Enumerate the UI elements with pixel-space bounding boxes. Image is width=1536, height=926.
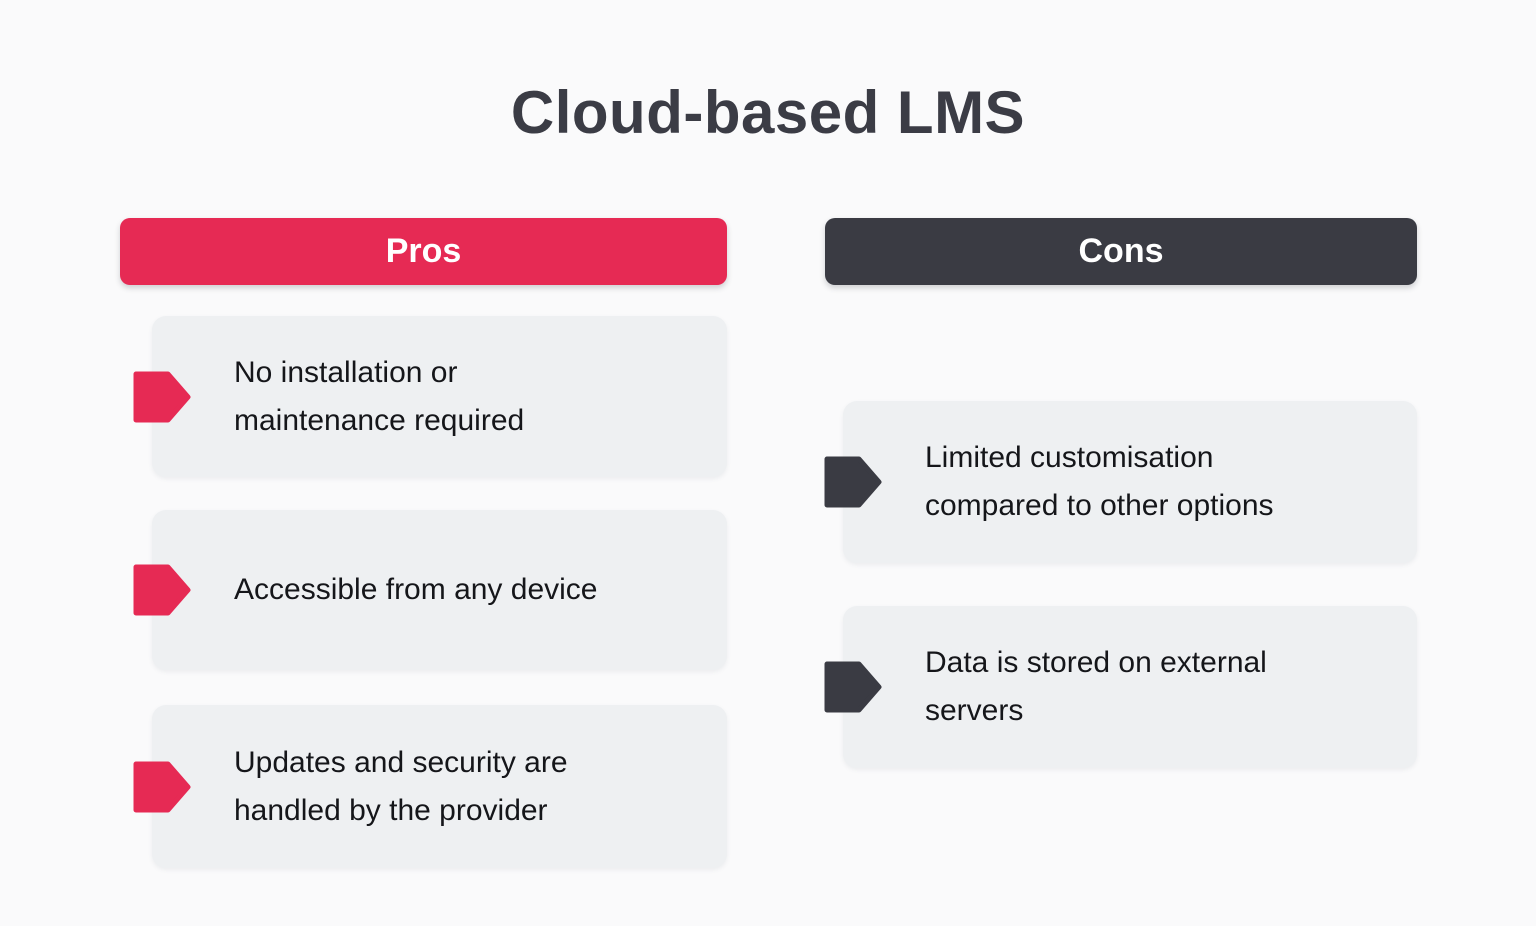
cons-card-1: Limited customisation compared to other … [824, 401, 1417, 563]
pros-card-3: Updates and security are handled by the … [133, 705, 727, 868]
cons-card-2: Data is stored on external servers [824, 606, 1417, 768]
arrow-tag-icon [133, 761, 191, 813]
arrow-tag-icon [824, 661, 882, 713]
pros-card-1: No installation or maintenance required [133, 316, 727, 477]
arrow-tag-icon [133, 564, 191, 616]
cons-header-label: Cons [1078, 232, 1164, 270]
pros-header: Pros [120, 218, 727, 285]
page-title: Cloud-based LMS [510, 79, 1026, 146]
cons-item-text: Data is stored on external servers [925, 646, 1267, 727]
cons-item-text: Limited customisation compared to other … [925, 441, 1274, 522]
pros-card-2: Accessible from any device [133, 510, 727, 670]
arrow-tag-icon [133, 371, 191, 423]
cons-header: Cons [825, 218, 1417, 285]
pros-header-label: Pros [385, 232, 462, 270]
pros-item-text: Updates and security are handled by the … [234, 745, 568, 827]
arrow-tag-icon [824, 456, 882, 508]
pros-item-text: Accessible from any device [234, 573, 598, 606]
pros-item-text: No installation or maintenance required [234, 355, 525, 437]
